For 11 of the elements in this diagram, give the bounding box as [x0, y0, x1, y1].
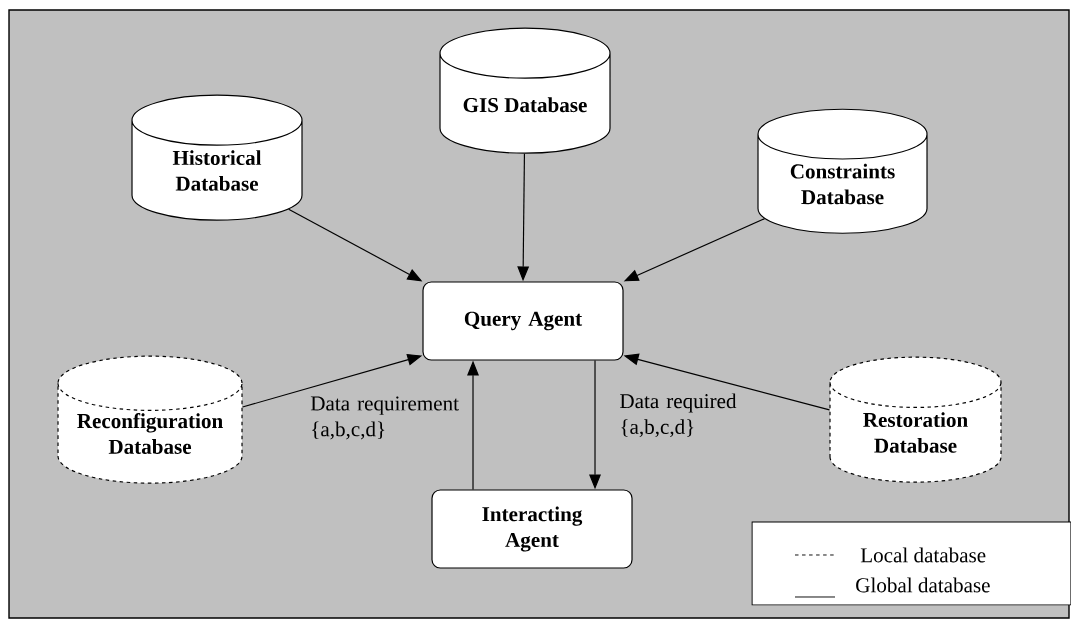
database-cylinder: Historical Database	[131, 94, 303, 221]
edge-label: Data requirement {a,b,c,d}	[309, 395, 470, 441]
agent-box: Interacting Agent	[431, 489, 633, 569]
legend-text: Local database	[860, 547, 986, 563]
edge-label: Data required {a,b,c,d}	[618, 392, 754, 439]
database-cylinder: Reconfiguration Database	[57, 355, 243, 484]
database-cylinder: GIS Database	[439, 27, 611, 154]
database-cylinder: Constraints Database	[757, 108, 928, 234]
database-cylinder: Restoration Database	[829, 356, 1002, 483]
agent-box: Query Agent	[422, 281, 624, 361]
legend-text: Global database	[856, 577, 990, 593]
